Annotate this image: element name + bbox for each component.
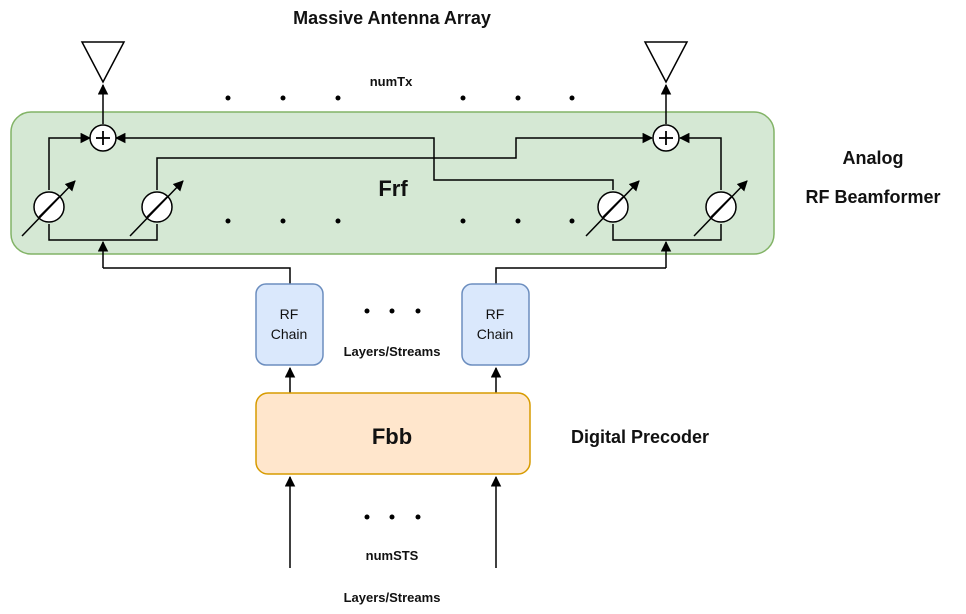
analog-block-label: Frf [378,176,408,201]
analog-side-label-line1: Analog [843,148,904,168]
rf-chain-label-line1: RF [280,306,299,322]
rf-chain-block: RF Chain [461,283,530,366]
num-sts-label: numSTS [366,548,419,563]
rf-chain-ellipsis [364,308,421,314]
rf-chain-label-line2: Chain [477,326,514,342]
layers-streams-mid-label: Layers/Streams [344,344,441,359]
analog-side-label-line2: RF Beamformer [805,187,940,207]
antenna-icon [80,41,126,84]
phase-shifter-icon [693,180,748,237]
digital-precoder-block [255,392,531,475]
digital-block-label: Fbb [372,424,412,449]
rf-chain-label-line2: Chain [271,326,308,342]
layers-streams-bottom-label: Layers/Streams [344,590,441,605]
digital-side-label: Digital Precoder [571,427,709,447]
adder-icon [652,124,680,152]
antenna-ellipsis [225,95,575,101]
rf-chain-label-line1: RF [486,306,505,322]
diagram-title: Massive Antenna Array [293,8,491,28]
analog-beamformer-block [10,111,775,255]
antenna-icon [643,41,689,84]
rf-chain-block: RF Chain [255,283,324,366]
num-tx-label: numTx [370,74,413,89]
stream-ellipsis [364,514,421,520]
phase-shifter-icon [129,180,184,237]
phase-shifter-icon [21,180,76,237]
phase-shifter-ellipsis [225,218,575,224]
phase-shifter-icon [585,180,640,237]
adder-icon [89,124,117,152]
